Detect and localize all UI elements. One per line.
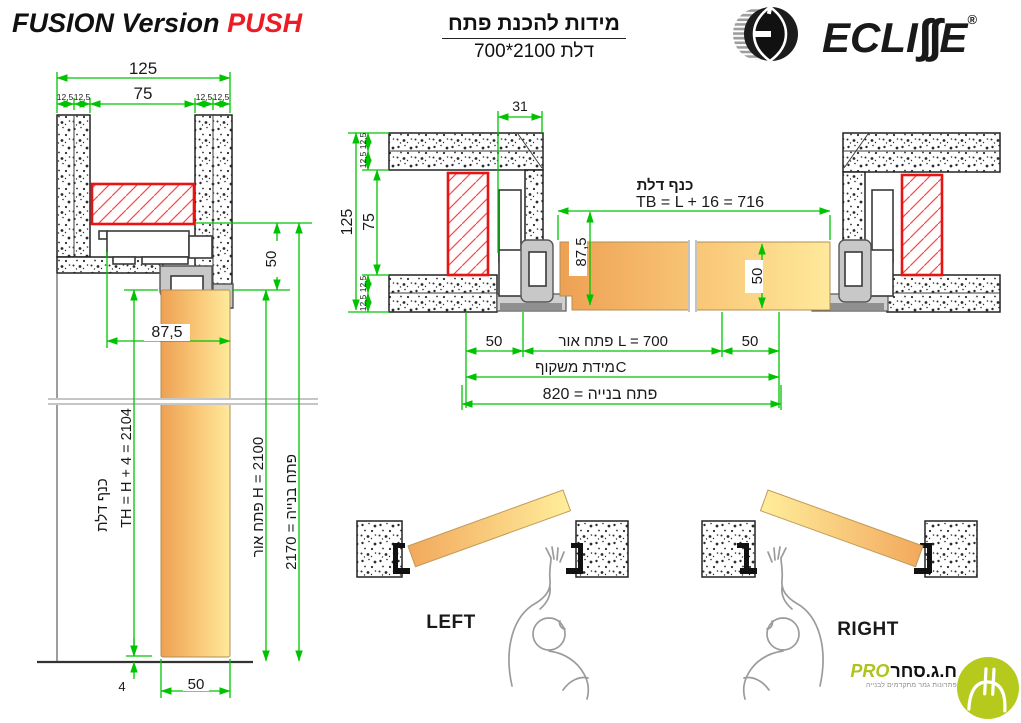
dim-75: 75 — [361, 213, 378, 231]
title-push: PUSH — [227, 8, 303, 38]
dim-12-5: 12,5 — [358, 294, 368, 311]
eclisse-emblem-icon — [733, 3, 798, 63]
break-lines — [688, 240, 697, 312]
dim-75: 75 — [134, 84, 153, 103]
l-formula: L = 700 — [618, 333, 668, 350]
dim-87-5: 87,5 — [151, 324, 182, 341]
wall-stub — [924, 520, 978, 578]
frame-size-c: C — [616, 359, 627, 376]
jamb-infill-highlight-left — [446, 171, 490, 277]
company-name: ח.ג.סחר — [890, 661, 957, 681]
light-opening-label: פתח אור H = 2100 — [250, 437, 267, 557]
tb-formula: TB = L + 16 = 716 — [636, 194, 764, 211]
dimension-lines — [348, 111, 831, 410]
eclisse-wordmark: ECLI∫∫E® — [822, 8, 977, 63]
wall-stub — [575, 520, 629, 578]
th-formula: TH = H + 4 = 2104 — [119, 408, 135, 528]
dim-87-5: 87,5 — [573, 237, 590, 266]
dim-50-right: 50 — [742, 333, 759, 350]
door-leaf — [160, 289, 231, 658]
drawing-heading: מידות להכנת פתח דלת 2100*700 — [398, 12, 670, 63]
dim-12-5: 12,5 — [196, 92, 213, 102]
frame-profiles-left — [498, 189, 554, 303]
title-fusion: FUSION Version — [12, 8, 220, 38]
dimension-lines — [56, 72, 312, 698]
construction-opening-label: פתח בנייה = 2170 — [283, 454, 300, 570]
dim-12-5: 12,5 — [74, 92, 91, 102]
dim-31: 31 — [512, 98, 528, 114]
hg-sachar-logo: PROח.ג.סחר פתרונות גמר מתקדמים לבנייה — [845, 662, 957, 690]
break-lines — [48, 398, 320, 405]
jamb-infill-highlight-right — [900, 173, 944, 277]
light-opening-label: פתח אור — [559, 333, 614, 350]
dim-12-5: 12,5 — [358, 151, 368, 168]
door-leaf-label: כנף דלת — [94, 478, 111, 532]
construction-opening-label: פתח בנייה = 820 — [543, 386, 658, 403]
horizontal-section-drawing: 31 125 75 12,5 12,5 12,5 12,5 כנף דלת TB… — [339, 98, 1001, 410]
door-leaf-open — [407, 489, 572, 568]
header-infill-highlight — [90, 182, 196, 226]
registered-mark: ® — [967, 12, 978, 27]
wall-structure — [388, 132, 1001, 313]
jamb-profile-icon — [914, 543, 932, 574]
company-tagline: פתרונות גמר מתקדמים לבנייה — [866, 682, 957, 689]
heading-line2: דלת 2100*700 — [473, 41, 594, 62]
dim-12-5: 12,5 — [57, 92, 74, 102]
hg-sachar-emblem-icon — [957, 657, 1019, 719]
dim-125: 125 — [129, 59, 157, 78]
frame-size-label: מידת משקוף — [535, 359, 615, 376]
jamb-profile-icon — [737, 543, 757, 574]
brand-suffix: E — [939, 14, 968, 61]
door-leaf-open — [759, 489, 924, 568]
swing-right-label: RIGHT — [837, 619, 899, 640]
dim-125: 125 — [339, 209, 356, 236]
page-title: FUSION Version PUSH — [12, 8, 302, 39]
brand-prefix: ECLI — [822, 14, 918, 61]
brand-esses: ∫∫ — [918, 9, 942, 62]
dim-50-thickness: 50 — [749, 268, 766, 285]
swing-diagram-right: RIGHT — [701, 489, 978, 700]
dim-12-5: 12,5 — [213, 92, 230, 102]
vertical-section-drawing: 125 75 12,5 12,5 12,5 12,5 50 87,5 כנף ד… — [37, 59, 320, 698]
frame-profiles-right — [838, 189, 894, 303]
dim-50-side: 50 — [263, 251, 280, 268]
dim-50-bottom: 50 — [188, 676, 205, 693]
jamb-profile-icon — [393, 543, 410, 574]
dim-12-5: 12,5 — [358, 275, 368, 292]
jamb-profile-icon — [566, 543, 583, 574]
door-leaf-label: כנף דלת — [637, 177, 694, 194]
swing-diagram-left: LEFT — [356, 489, 629, 700]
heading-line1: מידות להכנת פתח — [442, 12, 626, 39]
dim-50-left: 50 — [486, 333, 503, 350]
pro-label: PRO — [850, 661, 890, 681]
swing-left-label: LEFT — [426, 612, 476, 633]
dim-12-5: 12,5 — [358, 132, 368, 149]
dim-4: 4 — [118, 679, 125, 694]
